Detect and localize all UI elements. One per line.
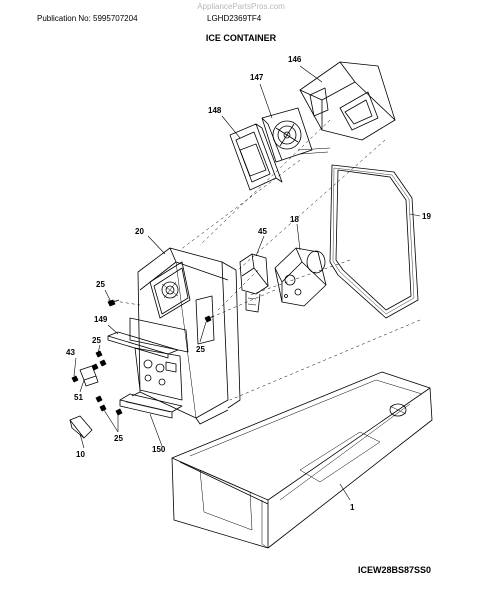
diagram-code: ICEW28BS87SS0 xyxy=(358,565,432,575)
part-10-paddle[interactable] xyxy=(69,415,93,439)
callout-148: 148 xyxy=(208,106,222,115)
callout-45: 45 xyxy=(258,227,267,236)
callout-19: 19 xyxy=(422,212,431,221)
callout-18: 18 xyxy=(290,215,299,224)
screw-icon xyxy=(115,408,123,416)
screw-icon xyxy=(99,359,107,367)
part-18-motor[interactable] xyxy=(274,247,327,307)
part-1-ice-bucket[interactable] xyxy=(171,371,433,549)
part-51-bracket[interactable] xyxy=(79,365,99,387)
part-20-housing[interactable] xyxy=(129,247,241,425)
screw-icon xyxy=(99,404,107,412)
screw-icon xyxy=(95,395,103,403)
callout-20: 20 xyxy=(135,227,144,236)
callout-147: 147 xyxy=(250,73,264,82)
callout-25-right: 25 xyxy=(196,345,205,354)
part-45-switch[interactable] xyxy=(239,253,269,313)
callout-1: 1 xyxy=(350,503,355,512)
leader-lines xyxy=(73,65,421,501)
screw-icon xyxy=(204,315,215,323)
alignment-lines xyxy=(107,119,421,401)
part-150-strip[interactable] xyxy=(119,393,183,419)
callout-25-bottom: 25 xyxy=(114,434,123,443)
screw-icon xyxy=(95,350,103,358)
callout-25-left: 25 xyxy=(92,336,101,345)
callout-146: 146 xyxy=(288,55,302,64)
publication-number: Publication No: 5995707204 xyxy=(37,14,138,23)
callout-51: 51 xyxy=(74,393,83,402)
model-number: LGHD2369TF4 xyxy=(207,14,262,23)
screw-icon xyxy=(107,299,120,307)
screw-icon xyxy=(71,375,79,383)
callouts: 146 147 148 19 18 20 45 25 149 25 25 43 … xyxy=(66,55,431,512)
screws xyxy=(71,299,215,416)
callout-150: 150 xyxy=(152,445,166,454)
part-146-duct[interactable] xyxy=(299,61,396,141)
part-147-fan[interactable] xyxy=(261,107,331,163)
callout-149: 149 xyxy=(94,315,108,324)
part-148-housing[interactable] xyxy=(229,123,283,191)
part-19-gasket[interactable] xyxy=(329,164,419,319)
callout-25-top: 25 xyxy=(96,280,105,289)
callout-10: 10 xyxy=(76,450,85,459)
watermark: AppliancePartsPros.com xyxy=(197,2,285,11)
page-title: ICE CONTAINER xyxy=(205,33,277,43)
part-149-strip[interactable] xyxy=(107,331,179,359)
callout-43: 43 xyxy=(66,348,75,357)
